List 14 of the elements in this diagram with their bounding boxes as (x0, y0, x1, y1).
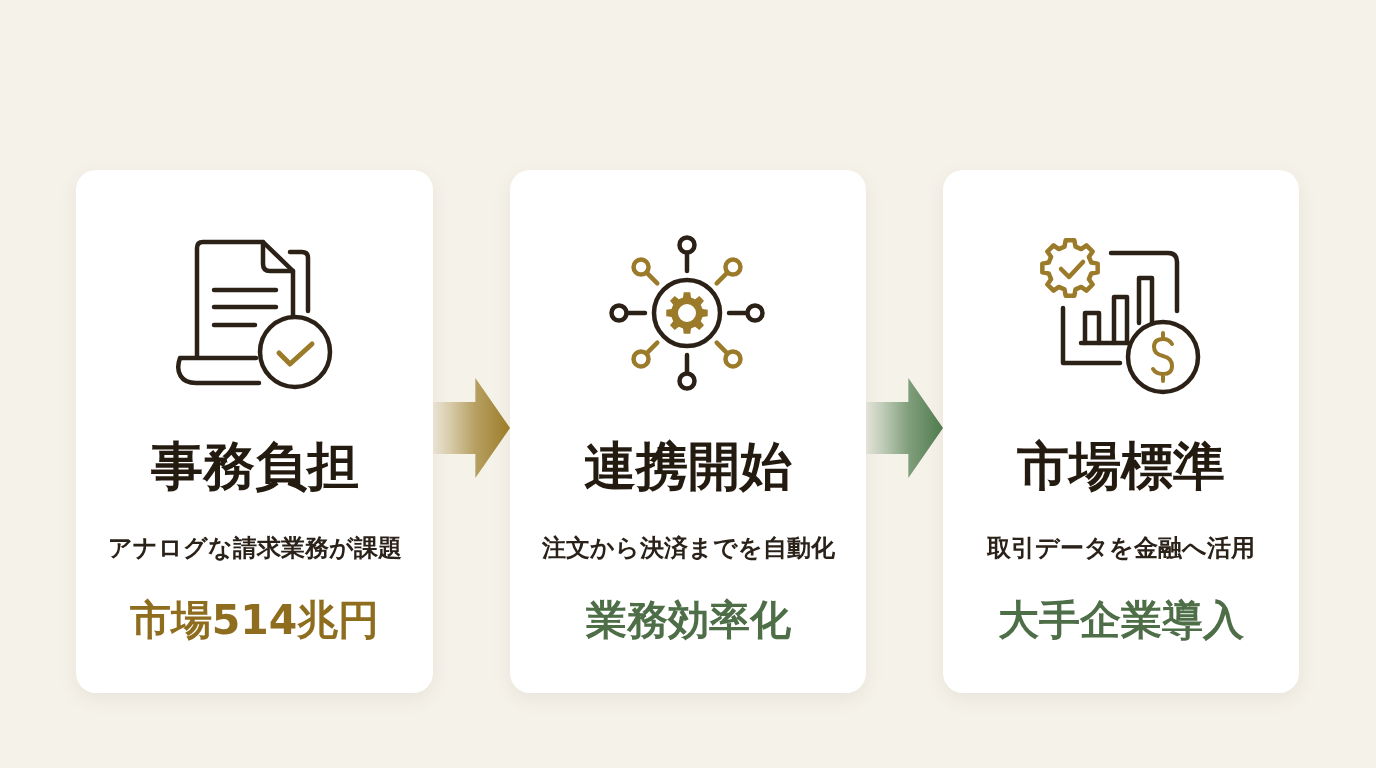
step-title: 連携開始 (584, 437, 792, 497)
step-highlight: 大手企業導入 (998, 596, 1244, 646)
step-card (943, 170, 1299, 693)
arrow (433, 378, 510, 478)
step-card (510, 170, 866, 693)
step-title: 事務負担 (150, 437, 359, 497)
step-description: 取引データを金融へ活用 (987, 533, 1255, 564)
step-card (76, 170, 433, 693)
step-description: アナログな請求業務が課題 (107, 533, 402, 564)
step-title: 市場標準 (1017, 437, 1225, 497)
step-highlight: 市場514兆円 (129, 596, 380, 646)
arrow (866, 378, 943, 478)
step-highlight: 業務効率化 (585, 596, 791, 646)
step-description: 注文から決済までを自動化 (541, 533, 835, 564)
